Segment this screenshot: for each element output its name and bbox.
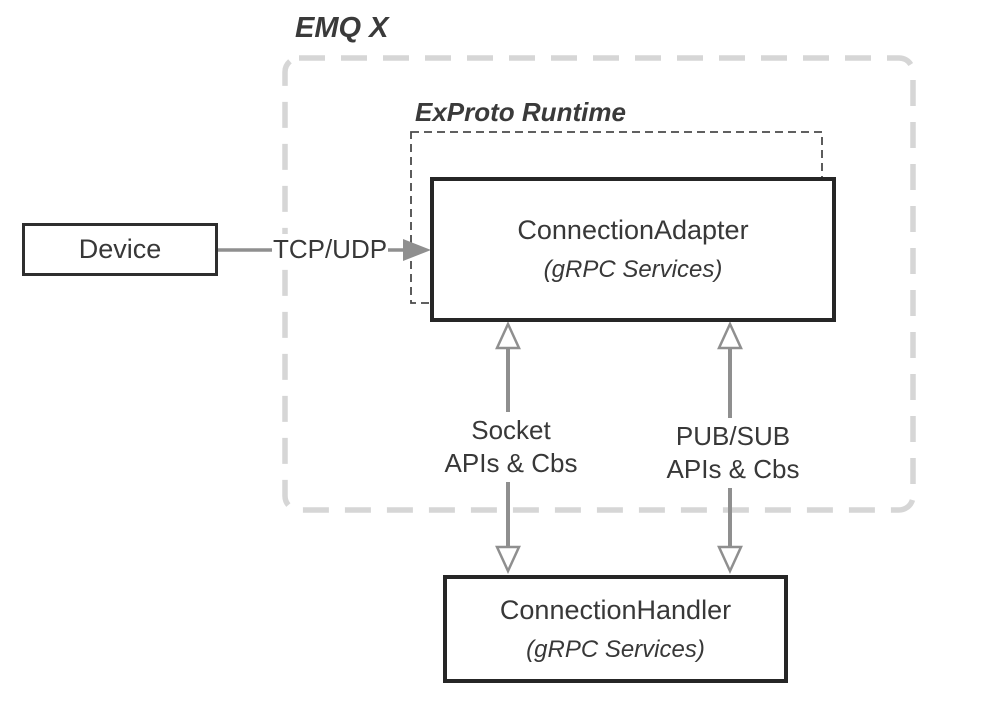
emqx-region-label: EMQ X: [295, 12, 389, 44]
device-node: Device: [22, 223, 218, 276]
connection-adapter-subtitle: (gRPC Services): [543, 256, 723, 283]
pubsub-apis-edge-label-line2: APIs & Cbs: [666, 454, 800, 484]
socket-apis-edge-label: Socket APIs & Cbs: [441, 412, 581, 482]
pubsub-apis-edge-label: PUB/SUB APIs & Cbs: [663, 418, 803, 488]
pubsub-apis-edge-label-line1: PUB/SUB: [675, 421, 791, 451]
connection-adapter-title: ConnectionAdapter: [517, 215, 749, 245]
connection-handler-title: ConnectionHandler: [499, 594, 732, 625]
tcp-udp-edge-label: TCP/UDP: [272, 234, 388, 265]
connection-handler-node: ConnectionHandler (gRPC Services): [443, 575, 788, 683]
socket-apis-edge-label-line2: APIs & Cbs: [444, 448, 578, 478]
emqx-boundary: [282, 55, 916, 513]
connection-handler-subtitle: (gRPC Services): [526, 635, 705, 663]
device-node-label: Device: [78, 234, 162, 264]
exproto-runtime-label: ExProto Runtime: [415, 97, 626, 127]
socket-apis-edge-label-line1: Socket: [471, 415, 551, 445]
connection-adapter-node: ConnectionAdapter (gRPC Services): [430, 177, 836, 322]
